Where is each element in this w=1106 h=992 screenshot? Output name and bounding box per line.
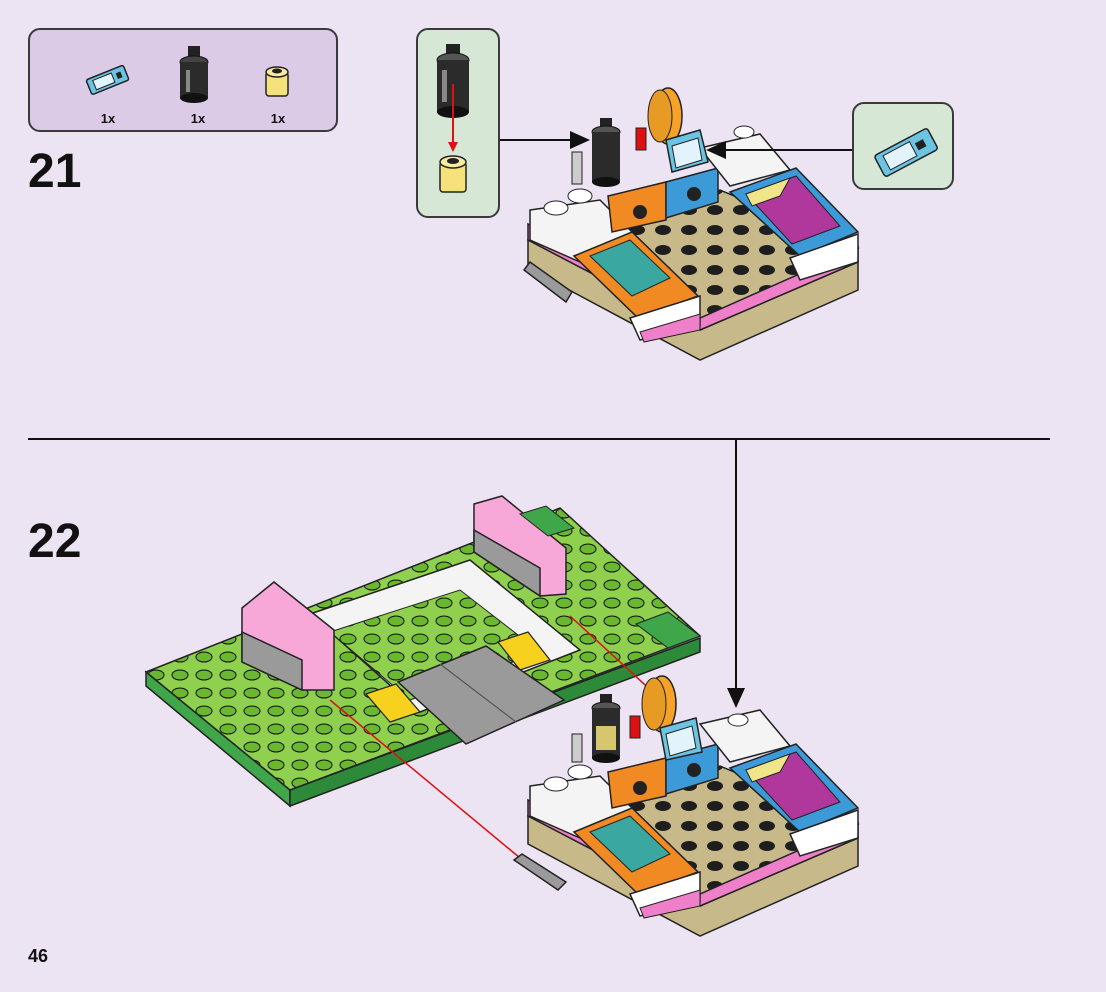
step-number-21: 21 — [28, 145, 82, 198]
arrow-head-icon — [706, 141, 726, 159]
step21-model — [522, 87, 860, 361]
arrow-head-icon — [727, 688, 745, 708]
arrow-head-icon — [570, 131, 590, 149]
step22-model — [512, 675, 860, 937]
step-number-22: 22 — [28, 515, 82, 568]
parts-qty: 1x — [270, 111, 286, 126]
parts-qty: 1x — [190, 111, 206, 126]
callout-phone-tile — [852, 102, 954, 190]
page-number: 46 — [28, 946, 49, 966]
parts-qty: 1x — [100, 111, 116, 126]
parts-item-yellow-brick: 1x — [248, 40, 308, 128]
cup-holder-icon — [179, 46, 209, 103]
cup-assembly-icon — [436, 44, 470, 193]
step22-green-plate — [144, 495, 702, 808]
phone-tile-icon — [874, 128, 938, 177]
step-divider — [28, 438, 1050, 440]
callout-cup-assembly — [416, 28, 500, 218]
phone-tile-icon — [85, 64, 130, 95]
guide-line — [329, 699, 521, 859]
parts-item-cup-holder: 1x — [168, 40, 228, 128]
yellow-round-brick-icon — [265, 66, 289, 97]
parts-list-box: 1x 1x 1x — [28, 28, 338, 132]
parts-item-phone-tile: 1x — [78, 40, 138, 128]
